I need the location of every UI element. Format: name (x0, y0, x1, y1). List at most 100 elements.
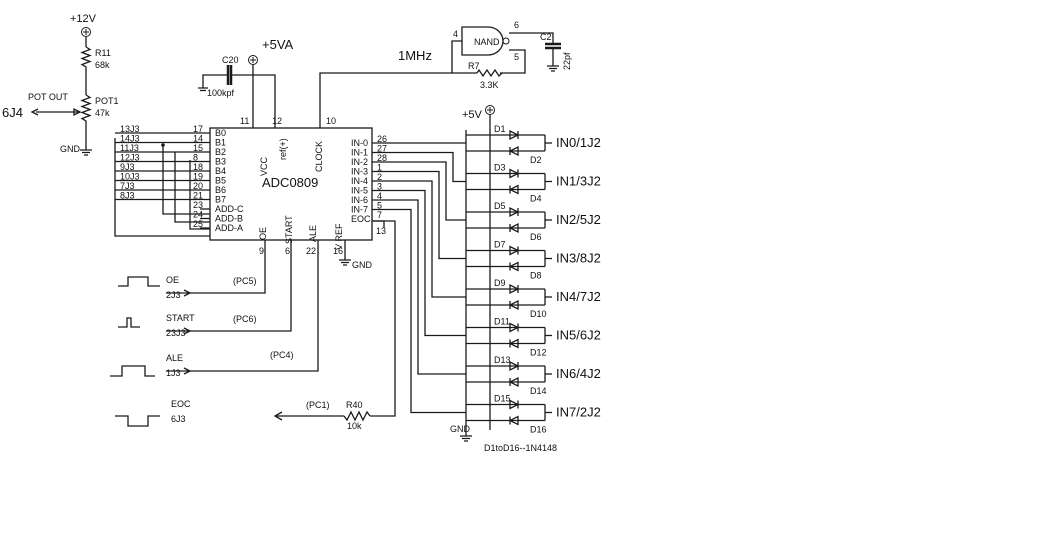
c2-value: 22pf (562, 52, 572, 70)
diode-icon (509, 168, 520, 179)
vref-gnd-label: GND (352, 260, 373, 270)
adc-right-pin-number: 26 (377, 134, 387, 144)
adc-left-pin-number: 23 (193, 200, 203, 210)
adc-left-pin-number: 20 (193, 181, 203, 191)
diode-top-wire (466, 288, 546, 297)
diode-icon (509, 129, 520, 141)
adc-top-pin-10: 10 (326, 116, 336, 126)
adc-right-pin-number: 7 (377, 210, 382, 220)
diode-top-wire (466, 326, 546, 336)
adc-right-pin-label: IN-5 (351, 186, 368, 196)
pot-connector-label: 6J4 (2, 105, 23, 120)
supply-5va-terminal (248, 55, 258, 65)
adc-left-pin-net: 13J3 (120, 124, 140, 134)
adc-input-wire (372, 151, 466, 183)
diode-ref-top: D9 (494, 278, 506, 288)
control-connector: 1J3 (166, 368, 181, 378)
clock-section: 1MHz NAND 4 6 5 R7 3.3K C2 22pf (319, 20, 572, 128)
channel-label: IN3/8J2 (556, 251, 601, 266)
adc-right-pin-label: IN-1 (351, 148, 368, 158)
r40-ref: R40 (346, 400, 363, 410)
adc-oe-label: OE (258, 227, 268, 240)
adc-left-pin-label: B2 (215, 147, 226, 157)
adc-right-pin-label: IN-4 (351, 176, 368, 186)
supply-5v-terminal (485, 105, 495, 115)
diode-ref-bottom: D12 (530, 348, 547, 358)
diode-top-wire (466, 365, 546, 374)
channel-label: IN1/3J2 (556, 174, 601, 189)
control-port: (PC5) (233, 276, 257, 286)
diode-bottom-wire (466, 297, 546, 306)
diode-icon (508, 222, 519, 234)
adc-input-wire (372, 199, 466, 375)
diode-note: D1toD16--1N4148 (484, 443, 557, 453)
clock-output-wire (509, 32, 554, 44)
control-wires: GND R40 10k (190, 220, 396, 431)
adc-right-pin-number: 28 (377, 153, 387, 163)
adc-right-pin-label: EOC (351, 214, 371, 224)
adc-left-pin-label: B7 (215, 195, 226, 205)
adc-top-pin-11: 11 (240, 116, 249, 126)
diode-network: +5V GND D1toD16--1N4148 D1D2IN0/1J2D3D4I… (450, 105, 601, 453)
control-arrow-icon (166, 289, 192, 297)
diode-icon (509, 245, 520, 256)
diode-ref-top: D13 (494, 355, 511, 365)
c2-ref: C2 (540, 32, 552, 42)
diode-ref-bottom: D8 (530, 271, 542, 281)
diode-ref-top: D1 (494, 124, 506, 134)
diode-icon (508, 184, 519, 195)
diode-ref-top: D7 (494, 240, 506, 250)
pot1-ref: POT1 (95, 96, 119, 106)
pot-section: +12V R11 68k POT1 47k POT OUT 6J4 GND (2, 13, 119, 156)
r7-resistor-icon (476, 68, 503, 78)
adc-right-pin-number: 3 (377, 182, 382, 192)
diode-ref-bottom: D14 (530, 386, 547, 396)
add-a-wire (189, 160, 210, 230)
diode-icon (509, 360, 520, 372)
pot-wiper-arrow-icon (73, 107, 82, 117)
start-wire (190, 240, 292, 332)
c20-section: +5VA C20 100kpf (198, 37, 294, 128)
r11-resistor-icon (80, 46, 92, 95)
pulse-waveform-icon (118, 276, 160, 287)
diode-icon (509, 283, 520, 295)
diode-ref-top: D11 (494, 317, 510, 327)
nand-pin4: 4 (453, 29, 458, 39)
adc-bottom-pin-22: 22 (306, 246, 316, 256)
c2-ground-icon (547, 48, 559, 72)
diode-gnd-label: GND (450, 424, 471, 434)
diode-icon (508, 299, 519, 311)
adc-right-pin-number: 5 (377, 201, 382, 211)
adc-left-pin-number: 17 (193, 124, 203, 134)
r40-value: 10k (347, 421, 362, 431)
add-c-wire (162, 145, 210, 215)
adc-left-pin-number: 25 (193, 219, 203, 229)
control-name: EOC (171, 399, 191, 409)
diode-ref-bottom: D6 (530, 232, 542, 242)
adc-left-pin-label: B5 (215, 176, 226, 186)
adc-left-pin-net: 10J3 (120, 172, 140, 182)
control-connector: 2J3 (166, 290, 181, 300)
supply-12v-terminal (81, 27, 91, 37)
adc-left-pin-number: 21 (193, 191, 203, 201)
eoc-wire (370, 220, 396, 417)
oe-wire (190, 240, 266, 294)
diode-ref-bottom: D16 (530, 425, 547, 435)
adc-left-pin-net: 8J3 (120, 191, 135, 201)
adc-left-pin-net: 7J3 (120, 181, 135, 191)
adc-right-pin-label: IN-2 (351, 157, 368, 167)
pot-out-label: POT OUT (28, 92, 68, 102)
diode-ref-bottom: D2 (530, 155, 542, 165)
pulse-waveform-icon (110, 365, 155, 377)
diode-icon (509, 399, 520, 410)
control-arrow-icon (166, 327, 192, 335)
supply-5v-plus-icon (487, 107, 493, 113)
control-port: (PC4) (270, 350, 294, 360)
clock-input-wire (319, 40, 462, 128)
